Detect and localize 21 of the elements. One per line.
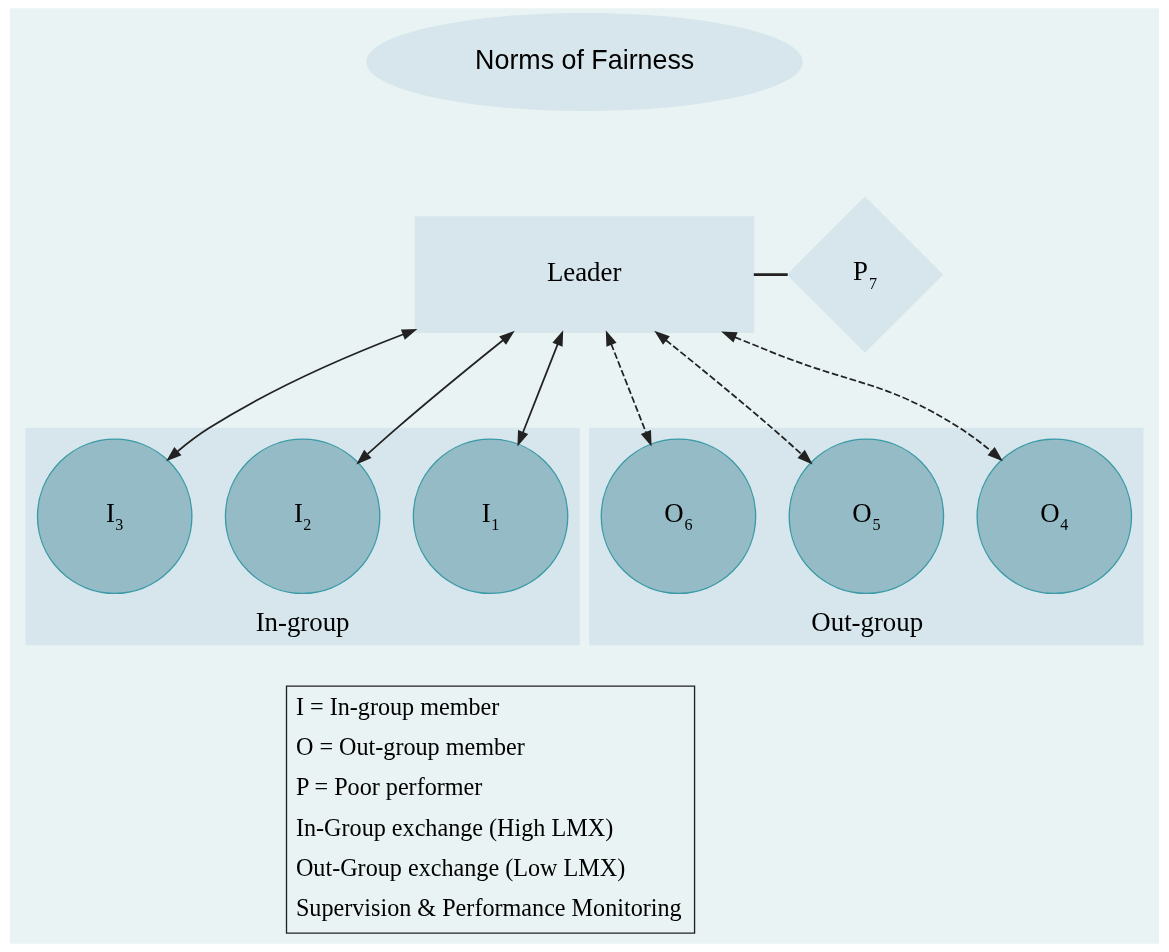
arrow	[654, 330, 813, 465]
legend-label: Out-Group exchange (Low LMX)	[295, 853, 626, 881]
arrow	[721, 331, 1003, 462]
legend-label: Supervision & Performance Monitoring	[295, 894, 682, 922]
arrow	[356, 330, 515, 465]
node-circle: I$_{2}$	[224, 438, 381, 595]
connector	[753, 273, 788, 276]
legend-label: P = Poor performer	[295, 773, 483, 801]
node-box: Leader	[414, 216, 755, 334]
legend-label: I = In-group member	[295, 692, 500, 720]
node-circle: O$_{5}$	[788, 438, 945, 595]
arrow	[605, 330, 652, 447]
node-circle: I$_{1}$	[412, 438, 569, 595]
node-circle: I$_{3}$	[36, 438, 193, 595]
node-diamond: P$_{7}$	[786, 196, 944, 353]
arrow	[166, 329, 418, 462]
arrow	[517, 330, 564, 447]
node-circle: O$_{4}$	[976, 438, 1133, 595]
node-circle: O$_{6}$	[600, 438, 757, 595]
legend-label: In-Group exchange (High LMX)	[295, 813, 614, 841]
legend-label: O = Out-group member	[295, 733, 525, 761]
